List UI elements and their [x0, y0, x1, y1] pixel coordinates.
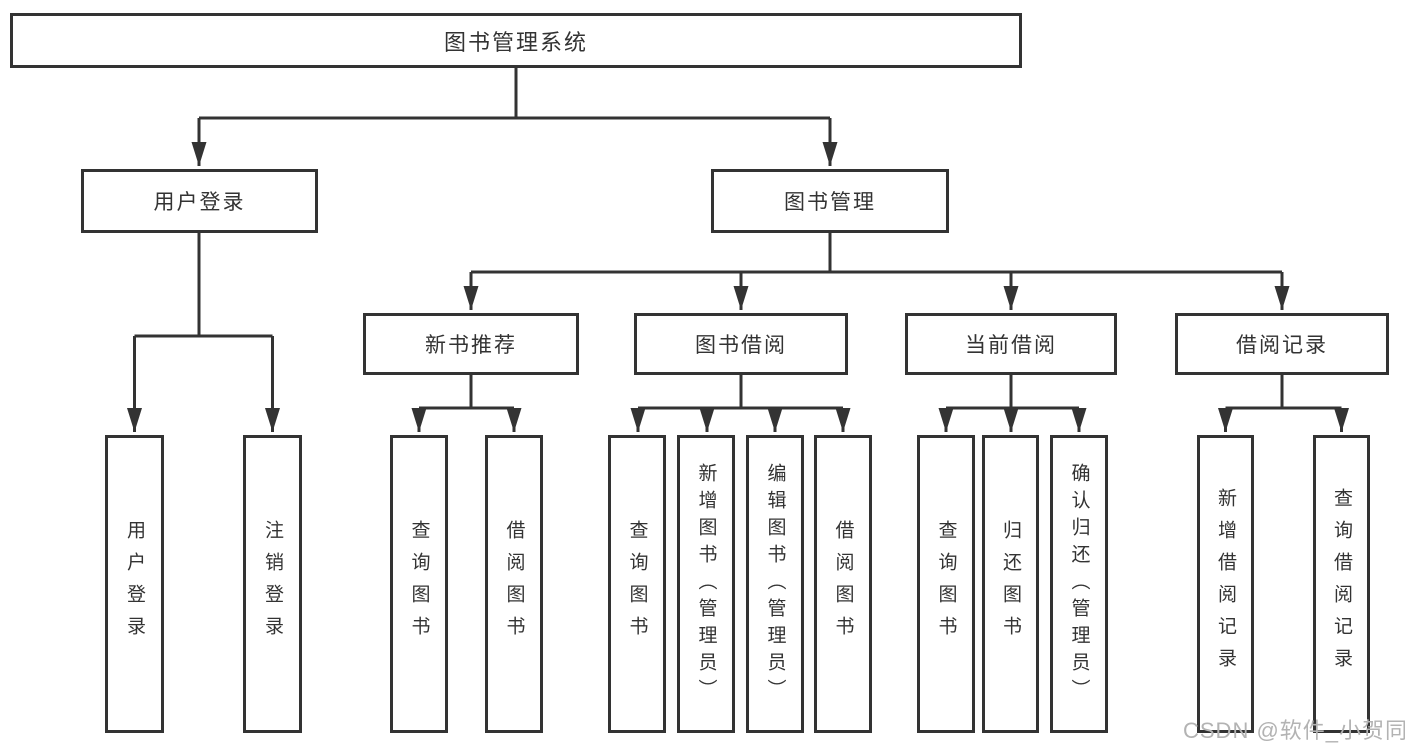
- leaf-user-login-label: 用户登录: [124, 520, 145, 648]
- leaf-query-books-current-label: 查询图书: [935, 520, 957, 648]
- leaf-edit-books-admin-label: 编辑图书（管理员）: [764, 462, 786, 706]
- node-root-label: 图书管理系统: [443, 29, 588, 55]
- leaf-add-borrow-record-label: 新增借阅记录: [1215, 488, 1236, 680]
- leaf-query-books-borrow: 查询图书: [608, 435, 666, 733]
- leaf-borrow-books-label: 借阅图书: [832, 520, 854, 648]
- leaf-query-books-recommend-label: 查询图书: [408, 520, 430, 648]
- leaf-query-borrow-record-label: 查询借阅记录: [1331, 488, 1352, 680]
- node-current-borrow: 当前借阅: [905, 313, 1117, 375]
- leaf-query-books-current: 查询图书: [917, 435, 975, 733]
- leaf-edit-books-admin: 编辑图书（管理员）: [746, 435, 804, 733]
- leaf-return-books: 归还图书: [982, 435, 1039, 733]
- leaf-query-books-borrow-label: 查询图书: [626, 520, 648, 648]
- node-new-book-recommend-label: 新书推荐: [425, 334, 517, 357]
- leaf-borrow-books-recommend: 借阅图书: [485, 435, 543, 733]
- leaf-borrow-books: 借阅图书: [814, 435, 872, 733]
- leaf-return-books-label: 归还图书: [1000, 520, 1021, 648]
- node-user-login-label: 用户登录: [153, 191, 246, 214]
- node-new-book-recommend: 新书推荐: [363, 313, 579, 375]
- node-book-borrow-label: 图书借阅: [695, 334, 787, 357]
- leaf-logout: 注销登录: [243, 435, 302, 733]
- node-current-borrow-label: 当前借阅: [965, 334, 1057, 357]
- leaf-confirm-return-admin: 确认归还（管理员）: [1050, 435, 1108, 733]
- csdn-watermark: CSDN @软件_小贺同学: [1183, 718, 1405, 743]
- node-user-login: 用户登录: [81, 169, 318, 233]
- node-book-management-label: 图书管理: [784, 191, 876, 214]
- node-borrow-records: 借阅记录: [1175, 313, 1389, 375]
- leaf-add-books-admin-label: 新增图书（管理员）: [695, 462, 717, 706]
- leaf-add-borrow-record: 新增借阅记录: [1197, 435, 1254, 733]
- node-borrow-records-label: 借阅记录: [1236, 334, 1328, 357]
- leaf-borrow-books-recommend-label: 借阅图书: [503, 520, 525, 648]
- leaf-query-books-recommend: 查询图书: [390, 435, 448, 733]
- leaf-add-books-admin: 新增图书（管理员）: [677, 435, 735, 733]
- node-book-borrow: 图书借阅: [634, 313, 848, 375]
- leaf-query-borrow-record: 查询借阅记录: [1313, 435, 1370, 733]
- leaf-user-login: 用户登录: [105, 435, 164, 733]
- leaf-confirm-return-admin-label: 确认归还（管理员）: [1068, 462, 1090, 706]
- node-book-management: 图书管理: [711, 169, 949, 233]
- node-root: 图书管理系统: [10, 13, 1022, 68]
- leaf-logout-label: 注销登录: [262, 520, 283, 648]
